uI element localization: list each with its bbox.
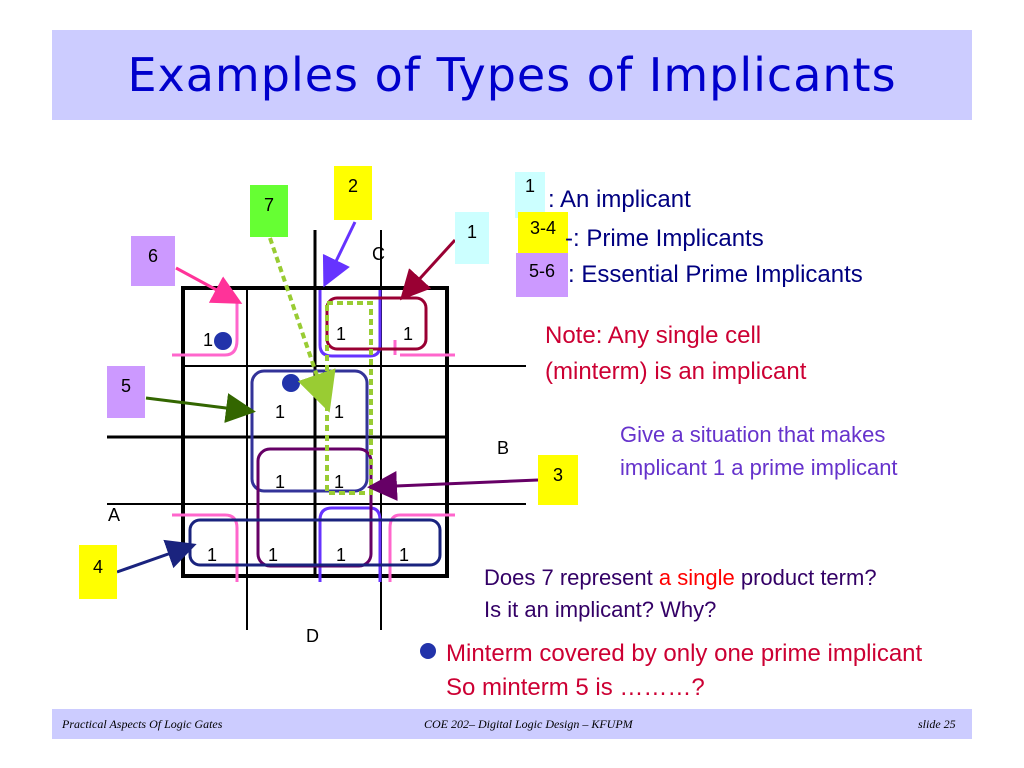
arrow-3 [367,470,539,501]
group-2-outline [318,506,382,582]
axis-label-b: B [497,438,510,458]
minterm-line-1: Minterm covered by only one prime implic… [446,640,923,667]
minterm-dot [214,332,232,350]
group-6-corner [172,513,239,582]
group-1-outline [325,296,428,351]
arrow-2 [322,221,357,288]
tag-7: 7 [250,185,288,237]
arrow-5 [145,393,256,423]
legend-essential: : Essential Prime Implicants [568,261,863,288]
note-line-2: (minterm) is an implicant [545,358,807,385]
kmap-cell: 1 [275,472,286,492]
kmap-cell: 1 [334,402,345,422]
kmap-cell: 1 [336,324,347,344]
legend-tag-3-4: 3-4 [518,212,568,254]
footer-slide-number: slide 25 [918,717,956,731]
question-prime-line-1: Give a situation that makes [620,422,886,447]
legend-tag-1: 1 [515,172,545,218]
question-7-emphasis: a single [658,565,735,590]
legend-prime: -: Prime Implicants [565,225,764,252]
minterm-line-2: So minterm 5 is ………? [446,674,705,701]
kmap-cell: 1 [399,545,410,565]
group-6-corner [388,513,455,582]
axis-label-d: D [306,626,319,646]
kmap-cell: 1 [207,545,218,565]
axis-label-c: C [372,244,385,264]
bullet-dot-icon [420,643,436,659]
tag-3: 3 [538,455,578,505]
group-5-outline [250,369,369,493]
group-6-corner [172,300,239,357]
kmap-cell: 1 [336,545,347,565]
group-7-outline [325,301,373,495]
kmap-cell: 1 [268,545,279,565]
footer-left: Practical Aspects Of Logic Gates [62,717,223,731]
slide-title: Examples of Types of Implicants [127,48,897,102]
kmap-cell: 1 [203,330,214,350]
question-7-text-c: product term? [734,565,877,590]
tag-1: 1 [455,212,489,264]
kmap-cell: 1 [334,472,345,492]
minterm-dot [282,374,300,392]
tag-6: 6 [131,236,175,286]
legend-tag-5-6: 5-6 [516,253,568,297]
question-7-line-2: Is it an implicant? Why? [484,597,717,622]
title-bar: Examples of Types of Implicants [52,30,972,120]
arrow-1 [399,238,457,301]
arrow-4 [116,539,197,574]
footer-bar: Practical Aspects Of Logic Gates COE 202… [52,709,972,739]
tag-2: 2 [334,166,372,220]
tag-5: 5 [107,366,145,418]
arrow-6 [175,266,243,304]
question-prime-line-2: implicant 1 a prime implicant [620,455,898,480]
kmap-cell: 1 [403,324,414,344]
note-line-1: Note: Any single cell [545,322,762,349]
question-7-line-1: Does 7 represent a single product term? [484,565,877,591]
question-7-text-a: Does 7 represent [484,565,659,590]
kmap-cell: 1 [275,402,286,422]
tag-4: 4 [79,545,117,599]
axis-label-a: A [108,505,121,525]
footer-center: COE 202– Digital Logic Design – KFUPM [424,717,633,731]
legend-implicant: : An implicant [548,186,691,213]
